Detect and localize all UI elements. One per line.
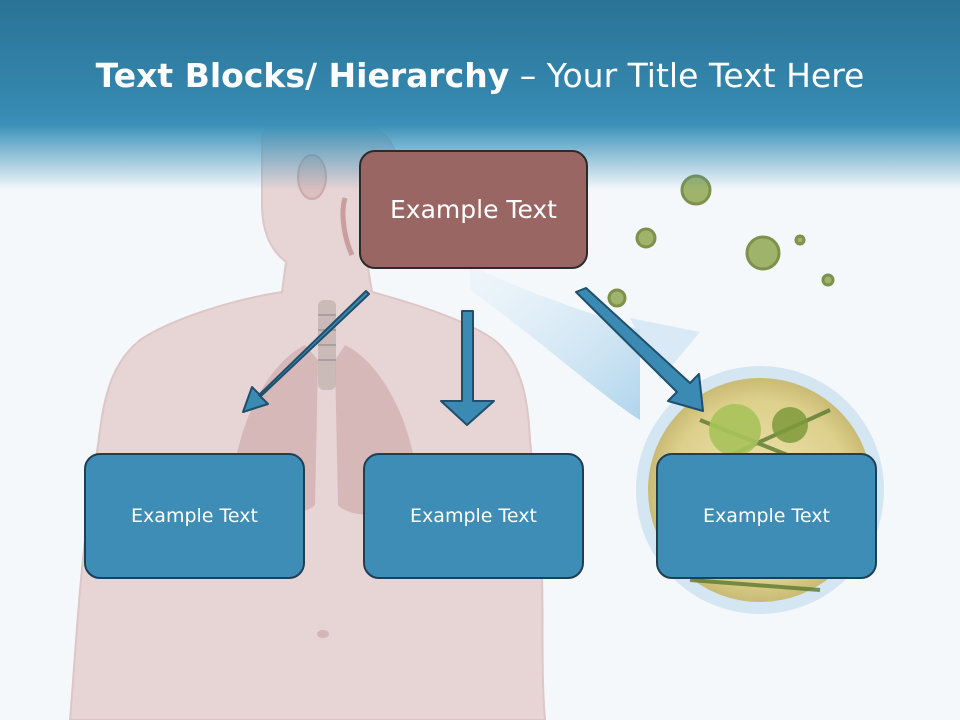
light-beam [470, 265, 640, 420]
title-bold: Text Blocks/ Hierarchy [95, 56, 510, 95]
navel [317, 630, 329, 638]
virus-icon [607, 288, 627, 308]
top-level-box: Example Text [359, 150, 588, 269]
virus-icon [821, 273, 835, 287]
child-box-middle: Example Text [363, 453, 584, 579]
virus-icon [745, 235, 781, 271]
virus-icon [794, 234, 806, 246]
arrow-left [242, 290, 370, 413]
slide-title: Text Blocks/ Hierarchy – Your Title Text… [0, 52, 960, 100]
child-box-right: Example Text [656, 453, 877, 579]
child-box-left: Example Text [84, 453, 305, 579]
arrow-mid [440, 310, 495, 426]
virus-icon [635, 227, 657, 249]
title-rest: – Your Title Text Here [509, 56, 865, 95]
arrow-right [575, 287, 704, 412]
